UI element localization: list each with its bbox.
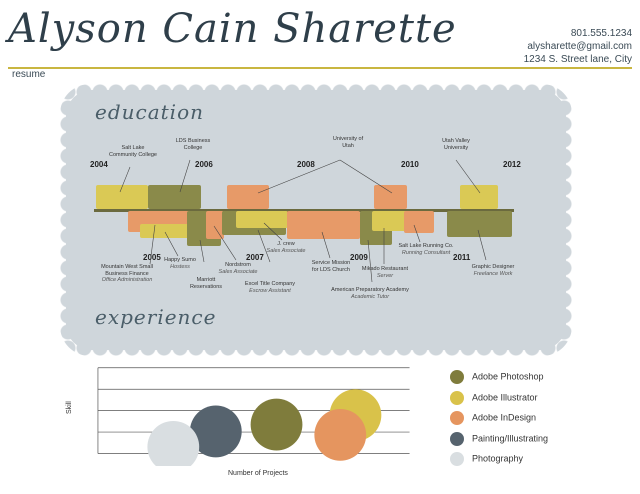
address-text: 1234 S. Street lane, City [523,54,632,65]
year-label: 2006 [195,160,213,169]
experience-heading: experience [95,305,217,329]
exp-bar-freelance [447,211,512,237]
edu-bar-uvu [460,185,498,209]
legend-label: Adobe Illustrator [472,391,538,402]
exp-bar-slrc [404,211,434,233]
contact-block: 801.555.1234 alysharette@gmail.com 1234 … [524,27,632,66]
edu-label: Utah Valley University [442,138,470,151]
skill-bubble-4 [147,420,200,466]
phone-text: 801.555.1234 [570,28,632,39]
header-rule [8,67,632,69]
timeline-axis [94,209,514,212]
legend-item: Adobe Photoshop [450,370,548,391]
exp-bar-happysumo [140,224,190,238]
year-label: 2009 [350,253,368,262]
skill-bubble-0 [250,398,303,451]
year-label: 2007 [246,253,264,262]
skill-bubble-3 [189,405,242,458]
legend-item: Adobe Illustrator [450,390,548,412]
year-label: 2010 [401,160,419,169]
legend-label: Adobe Photoshop [472,371,544,382]
edu-bar-uofu [227,185,269,209]
exp-bar-nordstrom [206,211,224,239]
legend-label: Adobe InDesign [472,412,537,423]
edu-bar-slcc [96,185,148,209]
edu-bar-ldsbc [148,185,201,209]
legend-label: Painting/Illustrating [472,432,549,443]
name-heading: Alyson Cain Sharette [8,6,457,52]
exp-label: Service Mission for LDS Church [311,260,351,273]
legend-item: Adobe InDesign [450,411,548,432]
skill-bubble-2 [314,408,367,461]
legend-swatch [450,452,464,466]
legend-swatch [450,431,464,446]
exp-label: Marriott Reservations [189,277,223,290]
exp-bar-mikado [372,211,408,231]
legend-item: Photography [450,452,548,473]
year-label: 2012 [503,160,521,169]
exp-label: Salt Lake Running Co.Running Consultant [398,243,454,256]
resume-subtitle: resume [12,69,46,80]
chart-ylabel: Skill [66,401,73,414]
email-text: alysharette@gmail.com [527,41,632,52]
edu-label: University of Utah [332,136,364,149]
chart-xlabel: Number of Projects [228,470,288,477]
edu-label: LDS Business College [175,138,211,151]
skill-chart [97,367,410,466]
edu-label: Salt Lake Community College [109,145,157,158]
legend-item: Painting/Illustrating [450,431,549,453]
education-heading: education [95,100,204,124]
legend-swatch [450,390,464,405]
year-label: 2008 [297,160,315,169]
year-label: 2005 [143,253,161,262]
edu-bar-uofu-2 [374,185,407,209]
legend-label: Photography [472,453,524,464]
legend-swatch [450,370,464,384]
legend-swatch [450,411,464,425]
year-label: 2011 [453,253,471,262]
exp-bar-jcrew [236,211,288,228]
year-label: 2004 [90,160,108,169]
exp-bar-mission [287,211,360,239]
